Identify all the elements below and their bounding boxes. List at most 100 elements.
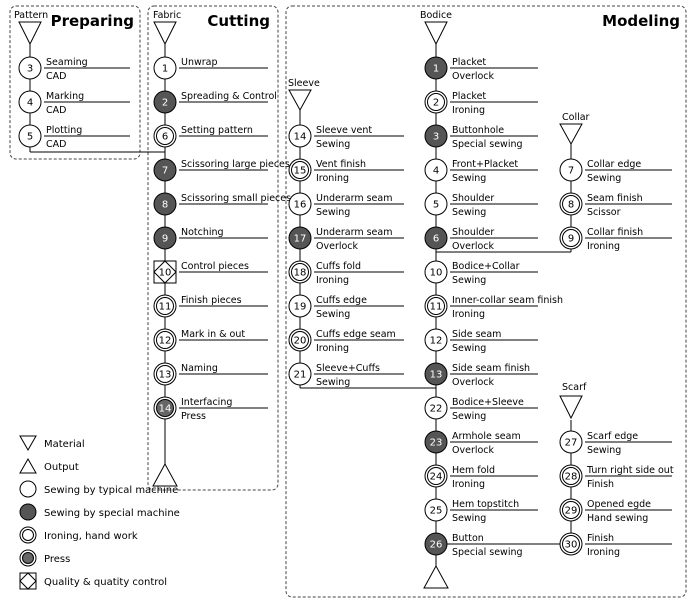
special-icon [19, 503, 37, 521]
modeling-title: Modeling [602, 12, 680, 30]
ironing-step-symbol [424, 464, 448, 488]
step-name: Shoulder [452, 227, 494, 238]
step-name: Setting pattern [181, 125, 253, 136]
typical-step-symbol [424, 192, 448, 216]
ironing-step-symbol [559, 226, 583, 250]
step-name: Plotting [46, 125, 82, 136]
step-number: 19 [294, 302, 307, 313]
step-name: Vent finish [316, 159, 366, 170]
step-number: 18 [294, 268, 307, 279]
cutting-step-6: 6 Setting pattern [153, 124, 268, 148]
step-name: Hem fold [452, 465, 495, 476]
step-name: Placket [452, 91, 486, 102]
legend-item-output: Output [19, 457, 79, 474]
step-machine: Overlock [316, 241, 359, 252]
step-name: Inner-collar seam finish [452, 295, 563, 306]
modeling-output-icon [423, 564, 449, 589]
step-number: 7 [568, 166, 574, 177]
typical-step-symbol [18, 124, 42, 148]
step-name: Turn right side out [586, 465, 674, 476]
press-step-symbol [153, 396, 177, 420]
step-name: Cuffs edge [316, 295, 367, 306]
ironing-step-symbol [153, 294, 177, 318]
step-machine: Scissor [587, 207, 621, 218]
ironing-step-symbol [153, 124, 177, 148]
ironing-step-symbol [153, 362, 177, 386]
special-step-symbol [424, 532, 448, 556]
typical-icon [19, 480, 37, 498]
step-machine: Ironing [587, 241, 620, 252]
step-number: 25 [430, 506, 443, 517]
special-step-symbol [288, 226, 312, 250]
step-name: Underarm seam [316, 227, 392, 238]
step-number: 21 [294, 370, 307, 381]
step-machine: Sewing [316, 207, 350, 218]
step-number: 14 [294, 132, 307, 143]
step-name: Front+Placket [452, 159, 518, 170]
step-number: 20 [294, 336, 307, 347]
step-number: 13 [159, 370, 172, 381]
step-machine: Overlock [452, 377, 495, 388]
legend-label: Sewing by typical machine [44, 485, 178, 496]
fabric-material-label: Fabric [153, 10, 181, 21]
step-number: 10 [430, 268, 443, 279]
step-machine: CAD [46, 71, 66, 82]
step-number: 6 [162, 132, 168, 143]
step-machine: Sewing [452, 207, 486, 218]
typical-step-symbol [559, 430, 583, 454]
special-step-symbol [424, 362, 448, 386]
ironing-step-symbol [288, 260, 312, 284]
step-machine: Special sewing [452, 139, 523, 150]
step-name: Side seam [452, 329, 501, 340]
step-number: 3 [433, 132, 439, 143]
step-machine: Special sewing [452, 547, 523, 558]
step-name: Notching [181, 227, 224, 238]
legend-item-typical: Sewing by typical machine [19, 480, 178, 498]
bodice-material-icon [424, 21, 448, 46]
step-number: 17 [294, 234, 307, 245]
ironing-step-symbol [424, 90, 448, 114]
step-name: Sleeve+Cuffs [316, 363, 380, 374]
special-step-symbol [153, 90, 177, 114]
bodice-steps: 1PlacketOverlock2PlacketIroning3Buttonho… [424, 56, 563, 558]
legend-label: Ironing, hand work [44, 531, 138, 542]
step-name: Mark in & out [181, 329, 245, 340]
step-name: Placket [452, 57, 486, 68]
legend-item-quality: Quality & quatity control [19, 572, 167, 590]
step-machine: Sewing [587, 445, 621, 456]
step-number: 10 [159, 268, 172, 279]
step-number: 2 [162, 98, 168, 109]
step-number: 30 [565, 540, 578, 551]
legend-label: Material [44, 439, 85, 450]
step-machine: Ironing [316, 275, 349, 286]
step-name: Finish pieces [181, 295, 242, 306]
typical-step-symbol [288, 192, 312, 216]
step-machine: Sewing [452, 173, 486, 184]
pattern-material-icon [18, 21, 42, 46]
collar-material-label: Collar [562, 112, 590, 123]
step-name: Cuffs fold [316, 261, 361, 272]
